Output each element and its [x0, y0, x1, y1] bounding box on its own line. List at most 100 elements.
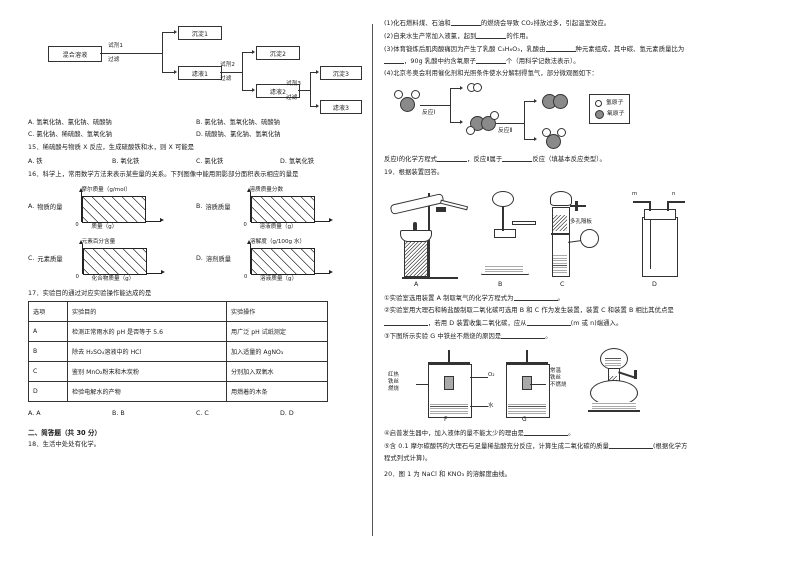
q16-graph-d-ytitle: 溶解度（g/100g 水） [250, 238, 306, 245]
clamp [436, 207, 446, 213]
liquid-level [485, 265, 523, 273]
q14-option-d-key: D. [196, 131, 203, 138]
answer-blank[interactable] [545, 44, 576, 52]
liquid-level [553, 255, 567, 274]
water-f [430, 402, 468, 415]
kipp-stand-base [588, 410, 640, 413]
q15-option-a-text: 铁 [36, 157, 43, 165]
apparatus-label-a: A [414, 281, 419, 289]
flow-edge [310, 106, 316, 107]
q17-option-c[interactable]: C. C [196, 410, 280, 417]
reaction-2-label: 反应Ⅱ [498, 127, 513, 134]
flow-edge [100, 53, 162, 54]
answer-blank[interactable] [476, 31, 507, 39]
flow-node-precipitate-1: 沉淀1 [178, 26, 222, 40]
flow-edge [162, 32, 163, 73]
y-axis-arrow-icon [78, 239, 83, 244]
q15-option-b[interactable]: B. 氧化铁 [112, 156, 196, 165]
flow-label-filter-3: 过滤 [286, 95, 298, 101]
answer-blank[interactable] [384, 318, 428, 326]
flow-edge [242, 52, 243, 90]
flow-arrow [252, 49, 255, 54]
answer-blank[interactable] [501, 331, 546, 339]
answer-blank[interactable] [502, 154, 533, 162]
reaction-line [420, 104, 450, 106]
answer-blank[interactable] [475, 56, 506, 65]
alcohol-lamp-body [404, 239, 428, 278]
q18-item-1: (1)化石燃料煤、石油和的燃烧会导致 CO₂排放过多，引起温室效应。 [384, 18, 750, 29]
q17-option-b[interactable]: B. B [112, 410, 196, 417]
q14-option-a-key: A. [28, 119, 35, 126]
q19-sub-2c-a: ，若用 D 装置收集二氧化碳，应从 [428, 319, 527, 327]
q15-option-c[interactable]: C. 氯化铁 [196, 156, 280, 165]
answer-blank[interactable] [437, 154, 468, 162]
answer-blank[interactable] [526, 318, 571, 326]
q19-sub-1-num: ① [384, 295, 390, 303]
label-water: 水 [488, 403, 494, 410]
q19-sub-5c-a: 程式列式计算)。 [384, 454, 432, 462]
answer-blank[interactable] [513, 293, 558, 302]
hydrogen-atom-icon [411, 89, 420, 99]
row-c-aim: 鉴别 MnO₂粉末和木炭粉 [67, 361, 227, 383]
q14-option-c[interactable]: C. 氯化钠、稀硫酸、氢氧化钠 [28, 129, 196, 138]
q18-item-1-a: 化石燃料煤、石油和 [393, 20, 451, 27]
q18-item-2: (2)自来水生产常加入液氯，起到的作用。 [384, 31, 750, 42]
q16-graph-a-key: A. [28, 203, 35, 210]
legend-item-hydrogen: 氢原子 [595, 98, 624, 109]
reaction-1-label: 反应Ⅰ [422, 109, 436, 116]
left-column: 混合溶液 沉淀1 滤液1 沉淀2 滤液2 沉淀3 滤液3 试剂1 过滤 试剂2 [28, 18, 364, 544]
q17-option-b-key: B. [112, 410, 119, 418]
shaded-area [82, 247, 147, 275]
y-axis-arrow-icon [246, 187, 251, 192]
inner-tube [650, 219, 651, 270]
q15-stem: 15．稀硫酸与物质 X 反应，生成硫酸铁和水，则 X 可能是 [28, 144, 195, 151]
q19-sub-5: ⑤含 0.1 摩尔碳酸钙的大理石与足量稀盐酸充分反应，计算生成二氧化碳的质量(根… [384, 441, 750, 452]
answer-blank[interactable] [608, 441, 653, 449]
q19-sub-5-cont: 程式列式计算)。 [384, 454, 750, 464]
q16-graph-d-xlabel: 溶液质量（g） [260, 275, 298, 282]
q15-option-a[interactable]: A. 铁 [28, 156, 112, 165]
answer-blank[interactable] [524, 428, 569, 437]
fg-apparatus-diagram: 红热铁丝燃烧 O₂ 水 F 常温铁丝不燃烧 G [384, 344, 744, 426]
q17-answer-options: A. A B. B C. C D. D [28, 410, 364, 417]
port-n-tube [667, 201, 669, 212]
table-row: A 检测正常雨水的 pH 是否等于 5.6 用广泛 pH 试纸测定 [28, 321, 328, 343]
x-axis-arrow-icon [328, 218, 333, 223]
q14-option-b-text: 氯化钠、氢氧化钠、硫酸钠 [204, 119, 280, 126]
q15-option-b-key: B. [112, 157, 119, 165]
q15-option-c-key: C. [196, 157, 203, 165]
q16-graph-c-xlabel: 化合物质量（g） [91, 275, 135, 282]
reaction-arrow-icon [460, 119, 463, 124]
answer-blank[interactable] [450, 18, 481, 26]
reaction-line [450, 87, 451, 122]
q19-sub-1: ①实验室选用装置 A 制取氧气的化学方程式为。 [384, 293, 750, 304]
flow-node-precipitate-2: 沉淀2 [256, 46, 300, 60]
q15-option-c-text: 氯化铁 [204, 157, 224, 165]
q17-option-a[interactable]: A. A [28, 410, 112, 417]
oxygen-atom-icon [400, 96, 415, 112]
funnel-stem [502, 201, 504, 232]
answer-blank[interactable] [384, 56, 404, 65]
flow-node-precipitate-3: 沉淀3 [320, 66, 362, 80]
q15-option-d[interactable]: D. 氢氧化铁 [280, 156, 364, 165]
shaded-area [82, 195, 147, 223]
q14-option-a[interactable]: A. 氢氧化钠、氯化钠、硫酸钠 [28, 117, 196, 126]
iron-wire-g [522, 376, 532, 391]
q18-item-3-a: 体育锻炼后肌肉酸痛因为产生了乳酸 C₃H₆O₃，乳酸由 [393, 45, 546, 53]
q19-sub-2-num: ② [384, 307, 390, 314]
q16-graph-b: B. 溶质质量 溶质质量分数 0 溶液质量（g） [196, 185, 364, 230]
q19-sub-2: ②实验室用大理石和稀盐酸制取二氧化碳可选用 B 和 C 作为发生装置，装置 C … [384, 306, 750, 316]
flow-node-mixture: 混合溶液 [48, 46, 102, 62]
q14-option-b[interactable]: B. 氯化钠、氢氧化钠、硫酸钠 [196, 117, 364, 126]
reaction-arrow-icon [460, 85, 463, 90]
y-axis [81, 243, 83, 274]
port-n-label: n [672, 191, 676, 198]
leader-line [470, 406, 488, 408]
hydrogen-atom-icon [490, 110, 499, 120]
q14-option-d[interactable]: D. 硫酸钠、氯化钠、氢氧化钠 [196, 129, 364, 138]
q17-option-d[interactable]: D. D [280, 410, 364, 417]
thistle-funnel-bulb [492, 191, 514, 208]
y-axis-arrow-icon [247, 239, 252, 244]
q17-option-d-key: D. [280, 410, 287, 418]
q16-stem: 16．科学上，常用数学方法来表示某些量的关系。下列图像中能用阴影部分面积表示相应… [28, 170, 299, 178]
